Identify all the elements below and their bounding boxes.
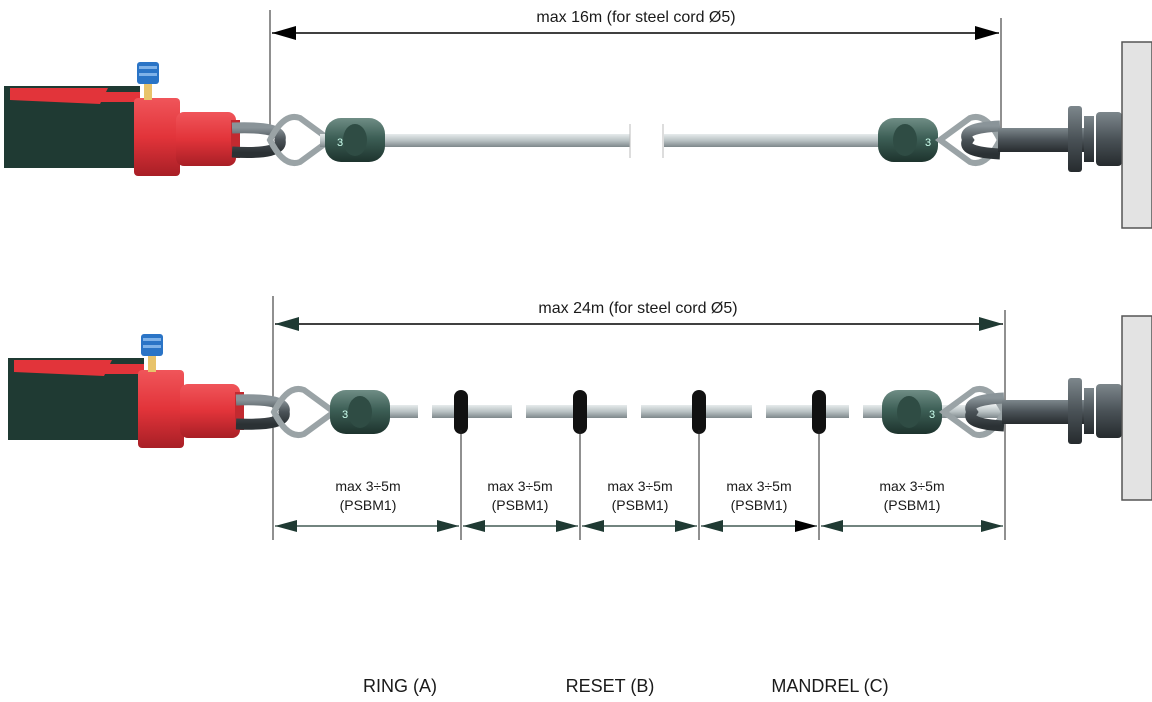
segment-label-2-line1: max 3÷5m (487, 478, 552, 494)
rope-guides (454, 390, 826, 434)
segment-label-3-line2: (PSBM1) (612, 497, 669, 513)
bottom-left-clamp: 3 (330, 390, 390, 434)
segment-label-1-line2: (PSBM1) (340, 497, 397, 513)
clamp-mark: 3 (925, 137, 931, 149)
bottom-switch-eye (235, 394, 290, 430)
segment-dividers (460, 430, 820, 540)
top-cable-right (664, 134, 934, 147)
top-rope-switch (4, 62, 240, 176)
top-switch-eye (231, 122, 286, 158)
segment-label-2-line2: (PSBM1) (492, 497, 549, 513)
segment-labels: max 3÷5m (PSBM1) max 3÷5m (PSBM1) max 3÷… (335, 478, 944, 513)
footer-reset-label: RESET (B) (565, 676, 655, 696)
footer-mandrel-label: MANDREL (C) (771, 676, 889, 696)
bottom-dimension-arrow (272, 296, 1006, 540)
top-right-clamp: 3 (878, 118, 938, 162)
top-eye-bolt (961, 106, 1122, 172)
clamp-mark: 3 (337, 137, 343, 149)
top-diagram: max 16m (for steel cord Ø5) 3 (4, 9, 1152, 229)
segment-label-4-line1: max 3÷5m (726, 478, 791, 494)
top-cable-left (320, 134, 630, 147)
clamp-mark: 3 (929, 409, 935, 421)
segment-arrows (275, 520, 1003, 532)
bottom-eye-bolt (965, 378, 1122, 444)
segment-label-3-line1: max 3÷5m (607, 478, 672, 494)
segment-label-5-line2: (PSBM1) (884, 497, 941, 513)
bottom-cable (330, 400, 1020, 424)
segment-label-4-line2: (PSBM1) (731, 497, 788, 513)
bottom-right-clamp: 3 (882, 390, 942, 434)
segment-label-5-line1: max 3÷5m (879, 478, 944, 494)
bottom-span-label: max 24m (for steel cord Ø5) (538, 300, 737, 317)
footer-ring-label: RING (A) (363, 676, 437, 696)
clamp-mark: 3 (342, 409, 348, 421)
bottom-rope-switch (8, 334, 244, 448)
bottom-wall (1121, 315, 1152, 501)
bottom-diagram: max 24m (for steel cord Ø5) (8, 296, 1152, 540)
top-span-label: max 16m (for steel cord Ø5) (536, 9, 735, 26)
segment-label-1-line1: max 3÷5m (335, 478, 400, 494)
top-wall (1121, 41, 1152, 229)
top-left-clamp: 3 (325, 118, 385, 162)
